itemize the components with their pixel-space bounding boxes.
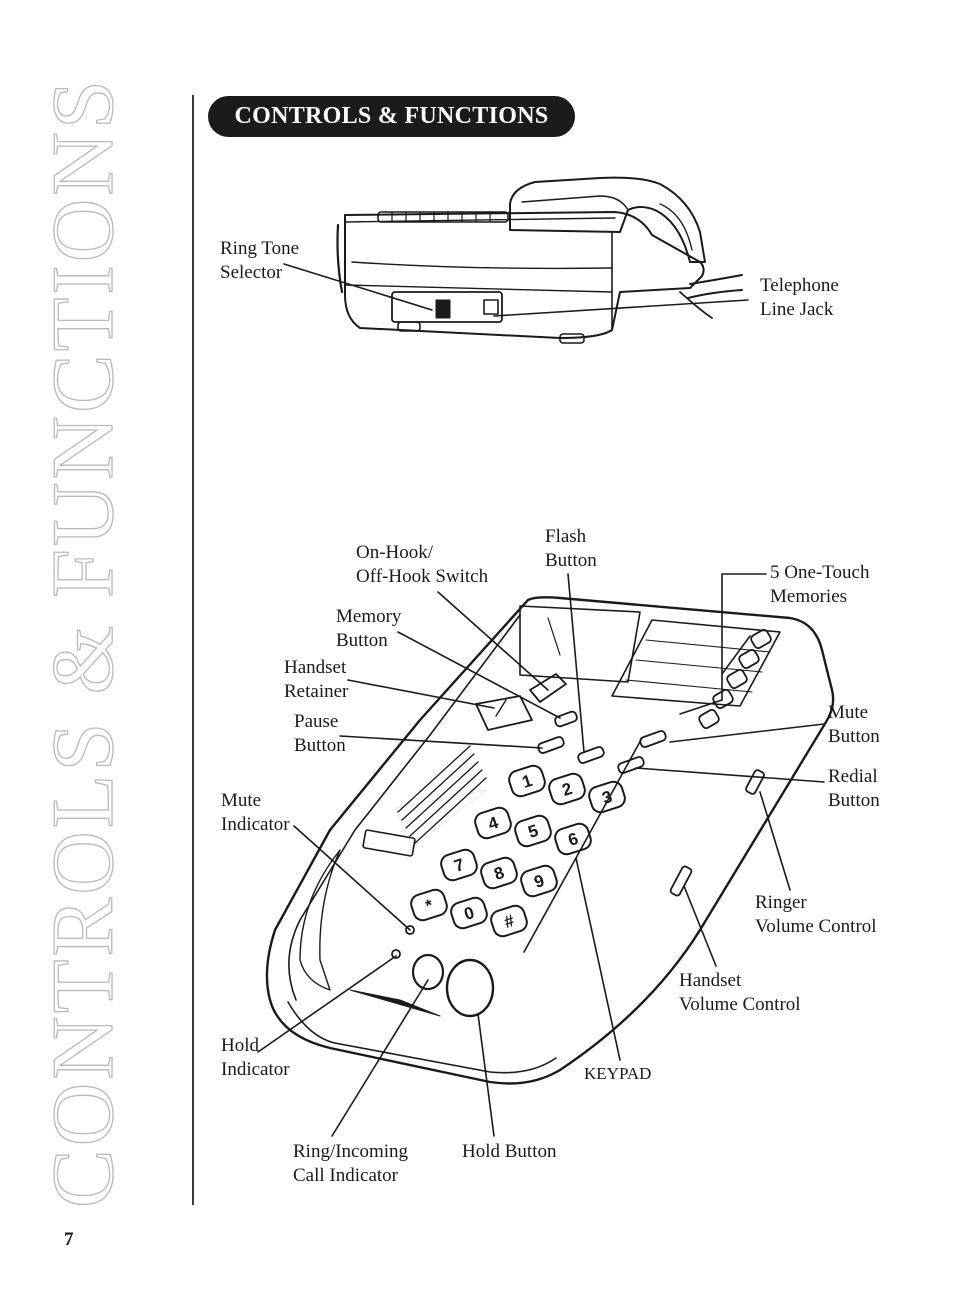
page-number: 7: [64, 1229, 74, 1250]
key-5: 5: [526, 821, 541, 842]
top-view-phone: [257, 573, 835, 1137]
key-2: 2: [560, 779, 575, 800]
key-6: 6: [566, 829, 581, 850]
key-3: 3: [600, 787, 615, 808]
rear-view-phone: [283, 176, 749, 344]
key-1: 1: [520, 771, 535, 792]
keypad-label: KEYPAD: [584, 1064, 652, 1083]
section-header: CONTROLS & FUNCTIONS: [208, 96, 575, 137]
key-8: 8: [492, 863, 507, 884]
key-star: *: [423, 895, 436, 915]
key-4: 4: [486, 813, 501, 834]
key-7: 7: [452, 855, 467, 876]
key-0: 0: [462, 903, 477, 924]
hold-button-label: Hold Button: [462, 1141, 557, 1162]
on-off-hook-switch-label: On-Hook/Off-Hook Switch: [356, 542, 489, 587]
key-9: 9: [532, 871, 547, 892]
key-hash: #: [502, 911, 517, 932]
vertical-rule: [192, 95, 194, 1205]
